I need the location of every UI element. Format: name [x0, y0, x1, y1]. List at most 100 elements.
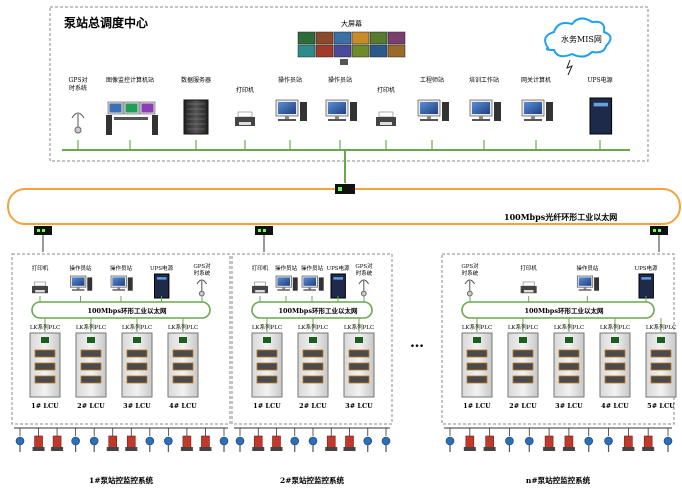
field-device	[642, 428, 655, 451]
cabinet-drawer	[126, 349, 148, 358]
cabinet-drawer	[80, 375, 102, 384]
station-ring-label: 100Mbps环形工业以太网	[278, 306, 358, 315]
center-device: 操作员站	[325, 76, 357, 150]
valve-icon	[663, 436, 673, 446]
valve-icon	[145, 436, 155, 446]
cabinet-drawer	[126, 375, 148, 384]
lcu-label: 1# LCU	[253, 402, 281, 410]
pump-icon	[485, 435, 494, 449]
plc-label: LK系列PLC	[554, 323, 584, 331]
device-label: 打印机	[236, 86, 254, 94]
cabinet-drawer	[256, 349, 278, 358]
cabinet-drawer	[172, 349, 194, 358]
device-label: 操作员站	[278, 76, 302, 84]
lcu-label: 3# LCU	[345, 402, 373, 410]
device-label: 工程师站	[420, 76, 444, 84]
screen-tile	[387, 44, 406, 58]
monitoring-workstation-icon	[106, 101, 158, 135]
station-device: 操作员站	[69, 264, 93, 302]
cabinet-drawer	[650, 375, 672, 384]
device-label: 网关计算机	[521, 76, 551, 84]
cabinet-drawer	[302, 349, 324, 358]
control-center-title: 泵站总调度中心	[64, 15, 148, 30]
cabinet-drawer	[302, 362, 324, 371]
pump-icon	[465, 435, 475, 449]
station-device-label: 操作员站	[576, 264, 599, 272]
device-label-line2: 时系统	[69, 84, 87, 92]
plc-label: LK系列PLC	[600, 323, 630, 331]
station-device: UPS电源	[150, 264, 174, 302]
printer-icon	[520, 281, 537, 294]
station-device-label: 打印机	[32, 264, 49, 272]
center-device: 打印机	[376, 86, 396, 150]
pump-icon	[182, 435, 192, 449]
pump-icon	[34, 435, 43, 449]
cloud-label: 水务MIS网	[561, 34, 602, 44]
station-device: 打印机	[32, 264, 49, 302]
station-device-label: 操作员站	[301, 264, 324, 272]
pump-icon	[643, 435, 653, 449]
lcu-label: 1# LCU	[463, 402, 491, 410]
valve-icon	[505, 436, 514, 446]
valve-icon	[164, 436, 173, 446]
valve-icon	[15, 436, 25, 446]
cabinet-display	[473, 337, 481, 343]
pump-icon	[564, 435, 574, 449]
cabinet-drawer	[604, 375, 626, 384]
lcu-label: 1# LCU	[31, 402, 59, 410]
workstation-icon	[275, 99, 307, 121]
station-device-label: UPS电源	[150, 264, 174, 272]
station-name: 2#泵站控监控系统	[280, 475, 345, 485]
station-device-label: GPS对	[355, 262, 373, 270]
station-device-label: UPS电源	[634, 264, 658, 272]
screen-tile	[297, 44, 316, 58]
lcu-cabinet: LK系列PLC 5# LCU	[645, 318, 677, 410]
cabinet-drawer	[558, 375, 580, 384]
cabinet-drawer	[348, 375, 370, 384]
lcu-label: 2# LCU	[509, 402, 537, 410]
cabinet-drawer	[34, 349, 56, 358]
valve-icon	[71, 436, 80, 446]
cabinet-drawer	[172, 362, 194, 371]
field-device	[219, 428, 229, 452]
cabinet-drawer	[512, 375, 534, 384]
field-device	[463, 428, 476, 451]
plc-label: LK系列PLC	[646, 323, 676, 331]
station-device-label-line2: 时系统	[462, 269, 479, 277]
field-device	[106, 428, 119, 451]
pump-icon	[326, 435, 336, 449]
valve-icon	[604, 436, 613, 446]
cabinet-drawer	[558, 349, 580, 358]
cabinet-drawer	[80, 362, 102, 371]
center-device: 图像监控计算机站	[106, 76, 158, 150]
screen-tile	[333, 44, 352, 58]
field-device	[290, 428, 300, 452]
cabinet-drawer	[348, 349, 370, 358]
cabinet-drawer	[466, 375, 488, 384]
workstation-icon	[301, 275, 324, 291]
station-name: n#泵站控监控系统	[526, 475, 591, 485]
plc-label: LK系列PLC	[122, 323, 152, 331]
plc-label: LK系列PLC	[344, 323, 374, 331]
screen-tile	[351, 44, 370, 58]
workstation-icon	[275, 275, 298, 291]
center-device: 网关计算机	[521, 76, 553, 150]
station-device: 操作员站	[110, 264, 133, 302]
plc-label: LK系列PLC	[168, 323, 198, 331]
fiber-ring: 100Mbps光纤环形工业以太网	[7, 184, 681, 225]
workstation-icon	[576, 275, 600, 291]
ups-icon	[589, 97, 613, 135]
cabinet-display	[565, 337, 573, 343]
station-device-label: 打印机	[252, 264, 269, 272]
station-device: 操作员站	[275, 264, 298, 302]
lcu-label: 5# LCU	[647, 402, 675, 410]
pump-icon	[52, 435, 62, 449]
